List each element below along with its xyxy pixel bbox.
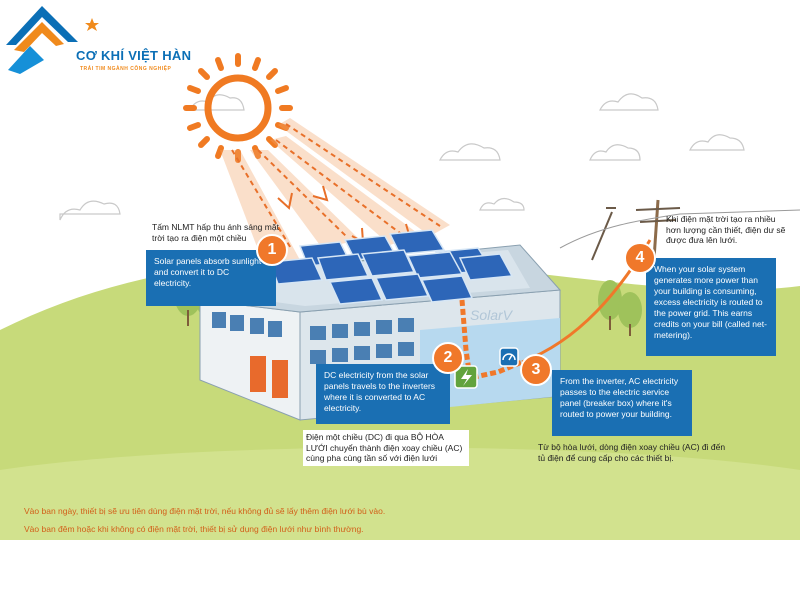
step-1-info-box: Solar panels absorb sunlight and convert… — [146, 250, 276, 306]
step-1-badge: 1 — [256, 234, 288, 266]
step-2-info-box: DC electricity from the solar panels tra… — [316, 364, 450, 424]
clouds — [59, 93, 745, 221]
step-3-badge: 3 — [520, 354, 552, 386]
step-4-caption-vi: Khi điện mặt trời tạo ra nhiều hơn lượng… — [666, 214, 786, 245]
footer-note-night: Vào ban đêm hoặc khi không có điện mặt t… — [24, 524, 364, 534]
logo-mark — [6, 6, 99, 74]
step-4-info-box: When your solar system generates more po… — [646, 258, 776, 356]
logo-title: CƠ KHÍ VIỆT HÀN — [76, 48, 192, 63]
breaker-box-icon — [499, 347, 519, 367]
step-4-badge: 4 — [624, 242, 656, 274]
step-3-info-box: From the inverter, AC electricity passes… — [552, 370, 692, 436]
sun-rays-dashed — [231, 123, 441, 251]
inverter-icon — [454, 365, 478, 389]
step-3-caption-vi: Từ bộ hòa lưới, dòng điện xoay chiều (AC… — [538, 442, 726, 463]
footer-note-day: Vào ban ngày, thiết bị sẽ ưu tiên dùng đ… — [24, 506, 386, 516]
step-2-caption-vi: Điện một chiều (DC) đi qua BỘ HÒA LƯỚI c… — [303, 430, 469, 466]
logo-subtitle: TRÁI TIM NGÀNH CÔNG NGHIỆP — [80, 66, 172, 72]
watermark-text: SolarV — [470, 307, 514, 323]
step-1-caption-vi: Tấm NLMT hấp thu ánh sáng mặt trời tạo r… — [152, 222, 279, 243]
sun — [183, 53, 293, 163]
step-2-badge: 2 — [432, 342, 464, 374]
